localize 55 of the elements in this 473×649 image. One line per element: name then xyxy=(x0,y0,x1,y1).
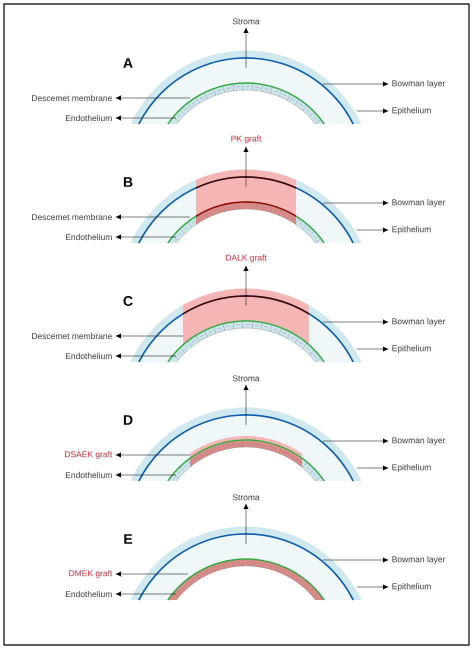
leader-line xyxy=(243,28,249,68)
leader-line xyxy=(116,96,190,101)
part-label: Bowman layer xyxy=(392,437,446,445)
panel-letter: B xyxy=(124,177,132,187)
leader-line xyxy=(116,234,176,240)
part-label: Epithelium xyxy=(392,107,431,115)
part-label: Epithelium xyxy=(392,464,431,472)
leader-line xyxy=(243,266,249,306)
part-label: Stroma xyxy=(232,375,260,382)
panel-letter: A xyxy=(123,58,133,68)
part-label: Endothelium xyxy=(66,352,112,360)
leader-line xyxy=(322,557,388,563)
part-label: Endothelium xyxy=(66,234,112,240)
part-label: Epithelium xyxy=(392,226,431,234)
part-label: DMEK graft xyxy=(69,570,112,578)
panel-letter: C xyxy=(124,296,133,306)
leader-line xyxy=(116,116,176,121)
leader-line xyxy=(116,334,184,339)
leader-line xyxy=(243,384,249,426)
leader-line xyxy=(322,438,388,444)
leader-line xyxy=(116,354,176,359)
leader-line xyxy=(322,320,388,325)
leader-line xyxy=(322,200,388,206)
part-label: Endothelium xyxy=(66,114,112,122)
leader-line xyxy=(116,472,176,478)
leader-line xyxy=(356,228,388,233)
part-label: Descemet membrane xyxy=(32,214,112,220)
part-label: Endothelium xyxy=(66,590,112,598)
leader-line xyxy=(243,146,249,188)
leader-line xyxy=(322,82,388,87)
leader-line xyxy=(243,504,249,544)
leader-line xyxy=(356,466,388,471)
leader-line xyxy=(116,452,190,458)
leader-line xyxy=(116,591,176,597)
part-label: Stroma xyxy=(232,18,260,24)
leader-line xyxy=(356,584,388,590)
part-label: Bowman layer xyxy=(392,80,446,88)
leader-line xyxy=(356,108,388,114)
part-label: PK graft xyxy=(231,135,262,144)
leader-line xyxy=(116,571,188,577)
part-label: Bowman layer xyxy=(392,199,446,207)
part-label: Bowman layer xyxy=(392,318,446,326)
part-label: Descemet membrane xyxy=(32,332,112,340)
leader-line xyxy=(356,346,388,352)
panel-letter: E xyxy=(124,534,132,544)
leader-line xyxy=(116,214,190,220)
part-label: Stroma xyxy=(232,494,260,500)
part-label: Epithelium xyxy=(392,583,431,591)
part-label: Endothelium xyxy=(66,472,112,478)
part-label: DALK graft xyxy=(226,254,267,262)
part-label: DSAEK graft xyxy=(64,451,112,459)
part-label: Epithelium xyxy=(392,345,431,353)
panel-letter: D xyxy=(124,415,132,425)
part-label: Bowman layer xyxy=(392,556,446,564)
part-label: Descemet membrane xyxy=(32,94,112,102)
